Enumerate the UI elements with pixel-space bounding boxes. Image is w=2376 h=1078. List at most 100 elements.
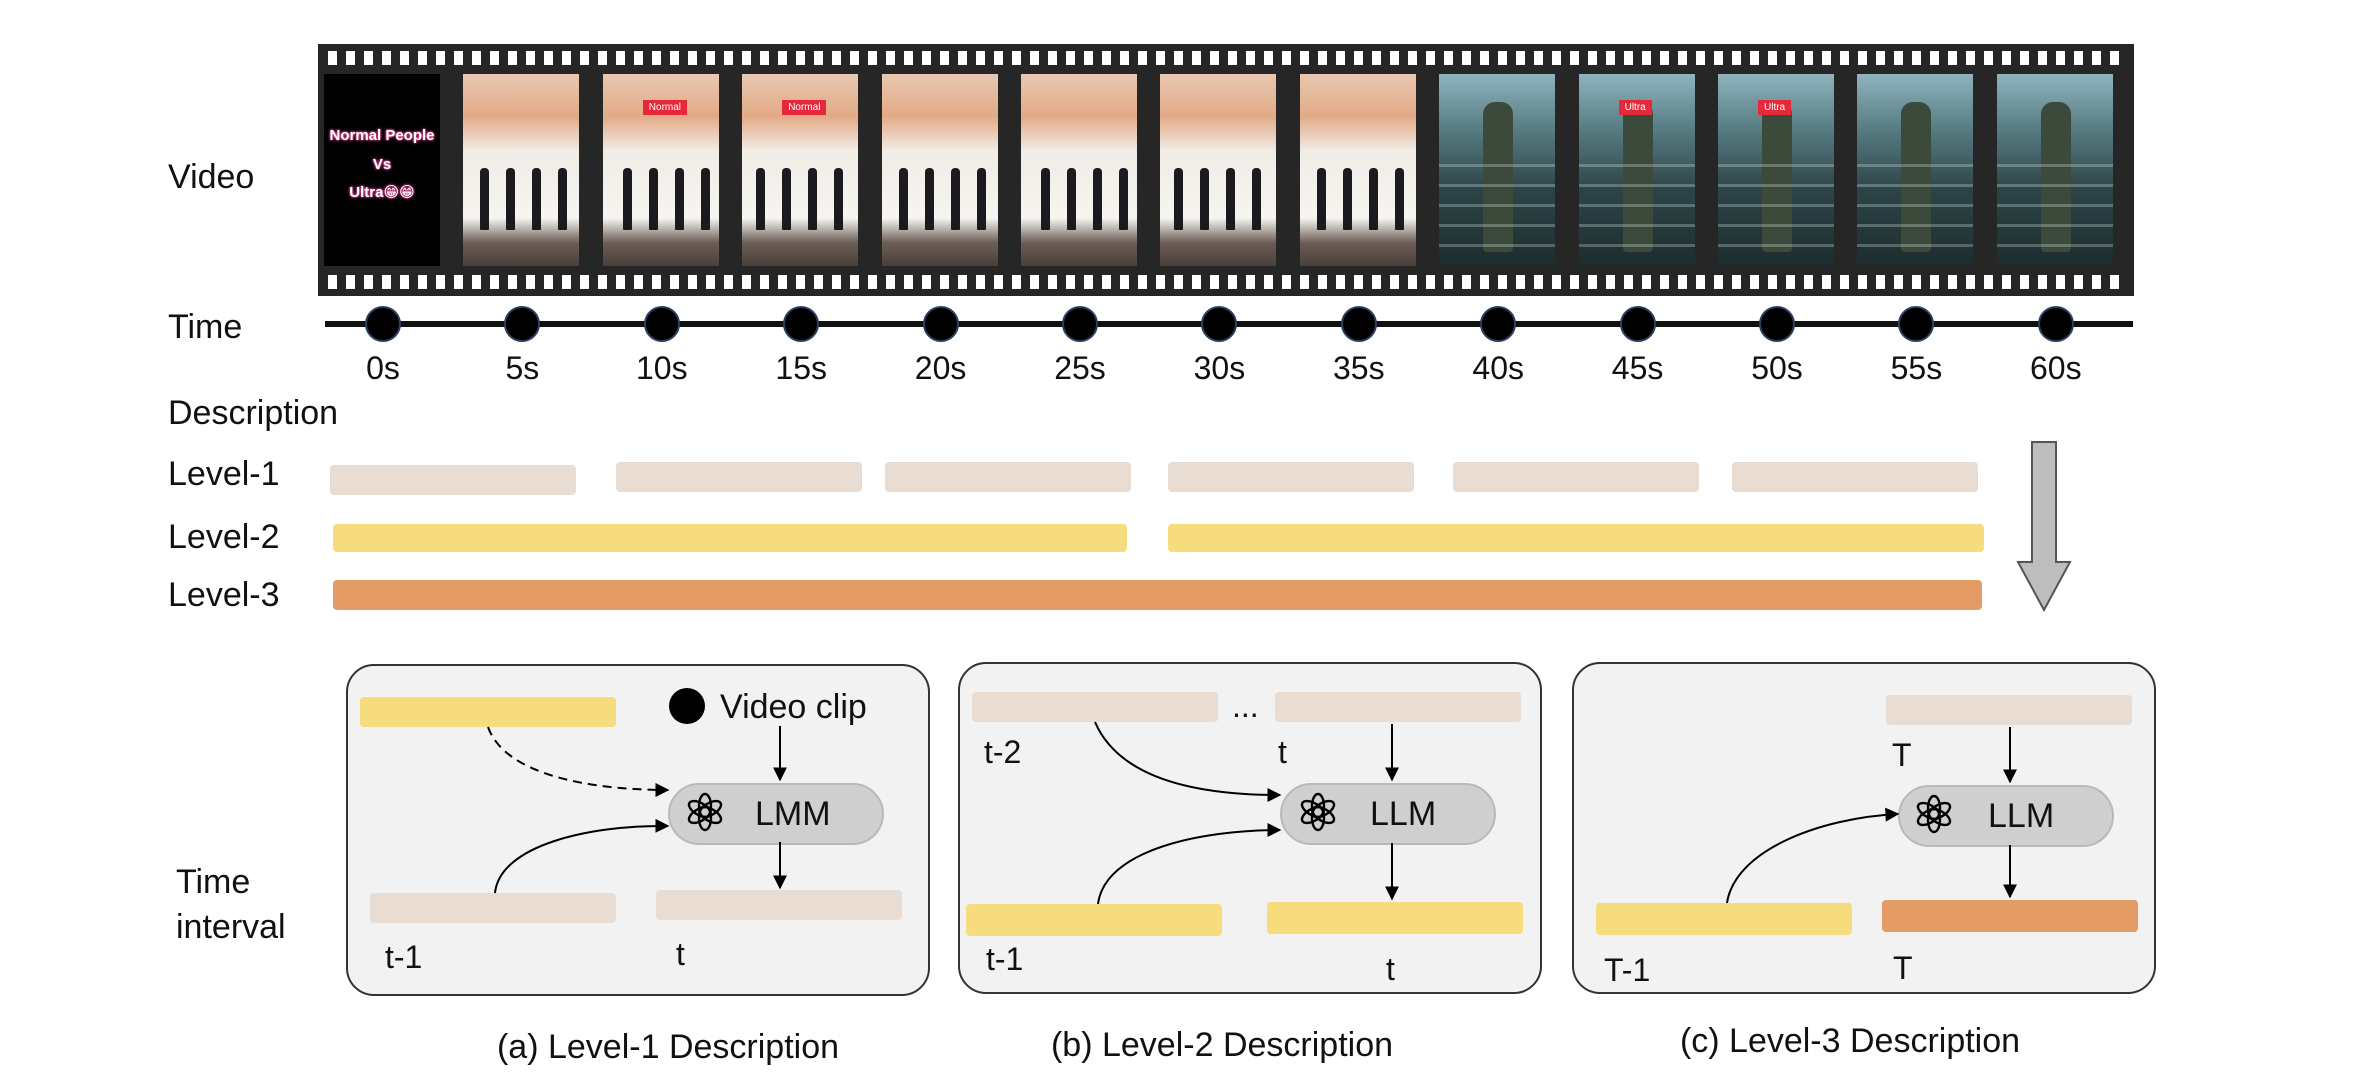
video-clip-dot-icon [669, 688, 705, 724]
timeline-dot-icon [1201, 306, 1238, 342]
video-clip-legend: Video clip [720, 688, 867, 726]
panel-b-output-label: t [1386, 951, 1395, 987]
timeline-dot-icon [783, 306, 820, 342]
timeline-tick-label: 40s [1472, 350, 1524, 386]
openai-logo-icon [685, 792, 725, 832]
timeline-dot-icon [2037, 306, 2074, 342]
timeline-tick-label: 15s [775, 350, 827, 386]
panel-b-output-bar [1267, 902, 1523, 934]
video-frame: Normal [602, 74, 719, 266]
timeline-tick-label: 35s [1333, 350, 1385, 386]
curve-arrow [1094, 721, 1282, 802]
panel-a-prev-level-bar [360, 697, 616, 727]
panel-a-prev-bar [370, 893, 616, 923]
lmm-label: LMM [755, 795, 831, 833]
openai-logo-icon [1914, 794, 1954, 834]
panel-b-prev-label: t-1 [986, 941, 1024, 977]
video-frame [1160, 74, 1277, 266]
level2-bar [333, 524, 1127, 552]
level1-bar [1168, 462, 1414, 492]
caption-level3: (c) Level-3 Description [1679, 1022, 2021, 1060]
llm-label-b: LLM [1370, 795, 1437, 833]
level2-label: Level-2 [168, 518, 280, 556]
openai-logo-icon [1298, 792, 1338, 832]
panel-c-output-label: T [1893, 950, 1913, 986]
frame-caption-tag: Ultra [1758, 100, 1792, 115]
time-interval-label-line2: interval [176, 908, 286, 946]
timeline-tick-label: 10s [636, 350, 688, 386]
timeline-tick-label: 5s [505, 350, 540, 386]
level2-bar [1168, 524, 1984, 552]
panel-c-input-bar [1886, 695, 2132, 725]
video-frame [1996, 74, 2113, 266]
panel-a-prev-label: t-1 [385, 939, 423, 975]
timeline-dot-icon [643, 306, 680, 342]
timeline-dot-icon [1480, 306, 1517, 342]
timeline-tick-label: 20s [914, 350, 967, 386]
panel-b-input1-label: t-2 [984, 734, 1022, 770]
video-frame [463, 74, 580, 266]
curve-arrow [494, 818, 670, 894]
description-label: Description [168, 394, 339, 432]
level1-bar [885, 462, 1131, 492]
timeline-dot-icon [1062, 306, 1098, 342]
caption-level1: (a) Level-1 Description [496, 1028, 840, 1066]
video-frame [1439, 74, 1556, 266]
timeline-tick-label: 45s [1611, 350, 1664, 386]
timeline-tick-label: 0s [366, 350, 400, 386]
video-frame [1299, 74, 1416, 266]
time-row-label: Time [168, 308, 243, 346]
timeline-dot-icon [365, 306, 401, 342]
video-row-label: Video [168, 158, 255, 196]
panel-c-prev-label: T-1 [1604, 952, 1651, 988]
timeline-tick-label: 60s [2030, 350, 2082, 386]
panel-c-output-bar [1882, 900, 2138, 932]
video-frame: Normal [742, 74, 859, 266]
llm-label-c: LLM [1988, 797, 2055, 835]
video-frame: Ultra [1578, 74, 1695, 266]
sprocket-row-bottom [328, 275, 2124, 289]
frame-caption-tag: Normal [642, 100, 688, 115]
timeline-dot-icon [504, 306, 541, 342]
timeline-tick-label: 25s [1054, 350, 1106, 386]
panel-a-output-label: t [676, 936, 685, 972]
panel-b-input1-bar [972, 692, 1218, 722]
level1-bar [1453, 462, 1699, 492]
curve-arrow [1097, 823, 1282, 905]
sprocket-row-top [328, 51, 2124, 65]
panel-b-input2-bar [1275, 692, 1521, 722]
panel-b-prev-bar [966, 904, 1222, 936]
timeline-tick-label: 50s [1751, 350, 1803, 386]
panel-a-output-bar [656, 890, 902, 920]
level3-bar [333, 580, 1982, 610]
timeline-dot-icon [1759, 306, 1795, 342]
caption-level2: (b) Level-2 Description [1050, 1026, 1394, 1064]
time-interval-label-line1: Time [176, 863, 251, 901]
video-frame [1857, 74, 1974, 266]
timeline-dot-icon [1619, 306, 1656, 342]
video-frame: Ultra [1718, 74, 1834, 266]
level1-bar [1732, 462, 1978, 492]
timeline-dot-icon [922, 306, 959, 342]
timeline-dot-icon [1898, 306, 1935, 342]
panel-c-prev-bar [1596, 903, 1852, 935]
timeline-dot-icon [1340, 306, 1377, 342]
frame-caption-tag: Normal [782, 100, 827, 115]
down-arrow-icon [2016, 441, 2072, 613]
level1-label: Level-1 [168, 455, 280, 493]
panel-c-input-label: T [1892, 737, 1912, 773]
panel-b-ellipsis: ... [1232, 688, 1259, 724]
curve-arrow [1726, 807, 1900, 904]
video-frame [881, 74, 998, 266]
level3-label: Level-3 [168, 576, 280, 614]
timeline-tick-label: 55s [1890, 350, 1943, 386]
level1-bar [616, 462, 862, 492]
video-frame [1021, 74, 1137, 266]
frame-caption-tag: Ultra [1618, 100, 1652, 115]
timeline-tick-label: 30s [1193, 350, 1246, 386]
dashed-arrow [487, 726, 670, 797]
